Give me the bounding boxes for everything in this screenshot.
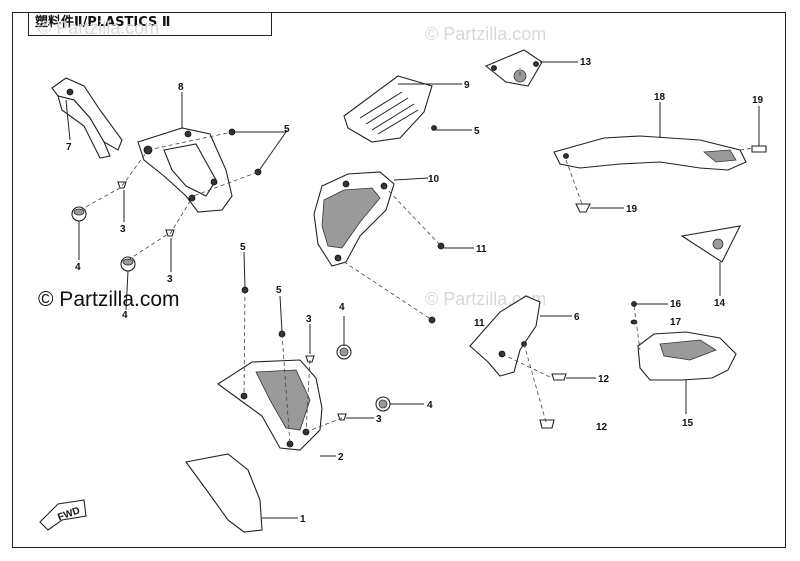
part-12-screw-a[interactable]	[551, 373, 567, 381]
callout-9: 9	[464, 80, 470, 91]
callout-5: 5	[284, 124, 290, 135]
part-15-guard[interactable]	[637, 331, 737, 381]
callout-5: 5	[276, 285, 282, 296]
callout-17: 17	[670, 317, 682, 328]
callout-4: 4	[75, 262, 81, 273]
callout-8: 8	[178, 82, 184, 93]
part-6-bracket[interactable]	[469, 295, 541, 377]
callout-10: 10	[428, 174, 440, 185]
callout-18: 18	[654, 92, 666, 103]
callout-4: 4	[122, 310, 128, 321]
callout-15: 15	[682, 418, 694, 429]
callout-16: 16	[670, 299, 682, 310]
callout-3: 3	[167, 274, 173, 285]
part-13-cap[interactable]	[484, 49, 543, 87]
callout-4: 4	[339, 302, 345, 313]
part-4-grommet-c[interactable]	[336, 344, 352, 360]
callout-5: 5	[240, 242, 246, 253]
part-14-plate[interactable]	[680, 225, 741, 263]
part-1-fender[interactable]	[185, 453, 263, 533]
watermark-faint-left: © Partzilla.com	[38, 18, 160, 38]
part-2-bracket[interactable]	[217, 359, 323, 451]
callout-12: 12	[596, 422, 608, 433]
part-19-screw-b[interactable]	[575, 203, 591, 213]
callout-4: 4	[427, 400, 433, 411]
callout-19: 19	[626, 204, 638, 215]
part-3-screw-a[interactable]	[117, 181, 127, 189]
callout-14: 14	[714, 298, 726, 309]
part-10-panel[interactable]	[313, 171, 395, 267]
callout-3: 3	[306, 314, 312, 325]
part-17-washer[interactable]	[630, 319, 638, 325]
part-4-grommet-a[interactable]	[71, 206, 87, 222]
callout-12: 12	[598, 374, 610, 385]
callout-3: 3	[376, 414, 382, 425]
part-8-bracket[interactable]	[137, 127, 233, 213]
callout-6: 6	[574, 312, 580, 323]
part-19-screw-a[interactable]	[751, 145, 767, 153]
fwd-arrow-icon: FWD	[39, 499, 87, 531]
part-18-side-panel[interactable]	[553, 135, 747, 171]
part-9-vent-cover[interactable]	[343, 75, 437, 143]
assembly-lines	[79, 68, 755, 445]
part-4-grommet-b[interactable]	[120, 256, 136, 272]
callout-11: 11	[474, 318, 485, 329]
part-3-screw-b[interactable]	[165, 229, 175, 237]
callout-1: 1	[300, 514, 306, 525]
callout-11: 11	[476, 244, 487, 255]
watermark-main: © Partzilla.com	[38, 288, 180, 311]
callout-numbers: 7 8 5 3 4 3 4 9 5 13 10 11 18 19 19 14 1…	[66, 57, 764, 525]
page-title: 塑料件Ⅱ/PLASTICS Ⅱ	[28, 12, 272, 36]
leader-lines	[65, 61, 760, 519]
callout-3: 3	[120, 224, 126, 235]
callout-19: 19	[752, 95, 764, 106]
part-12-screw-b[interactable]	[539, 419, 555, 429]
part-3-screw-c[interactable]	[305, 355, 315, 363]
callout-7: 7	[66, 142, 72, 153]
part-4-grommet-d[interactable]	[375, 396, 391, 412]
diagram-frame	[12, 12, 786, 548]
watermark-faint-top: © Partzilla.com	[425, 24, 547, 44]
callout-2: 2	[338, 452, 344, 463]
callout-13: 13	[580, 57, 592, 68]
callout-5: 5	[474, 126, 480, 137]
part-7-bracket[interactable]	[51, 77, 123, 159]
